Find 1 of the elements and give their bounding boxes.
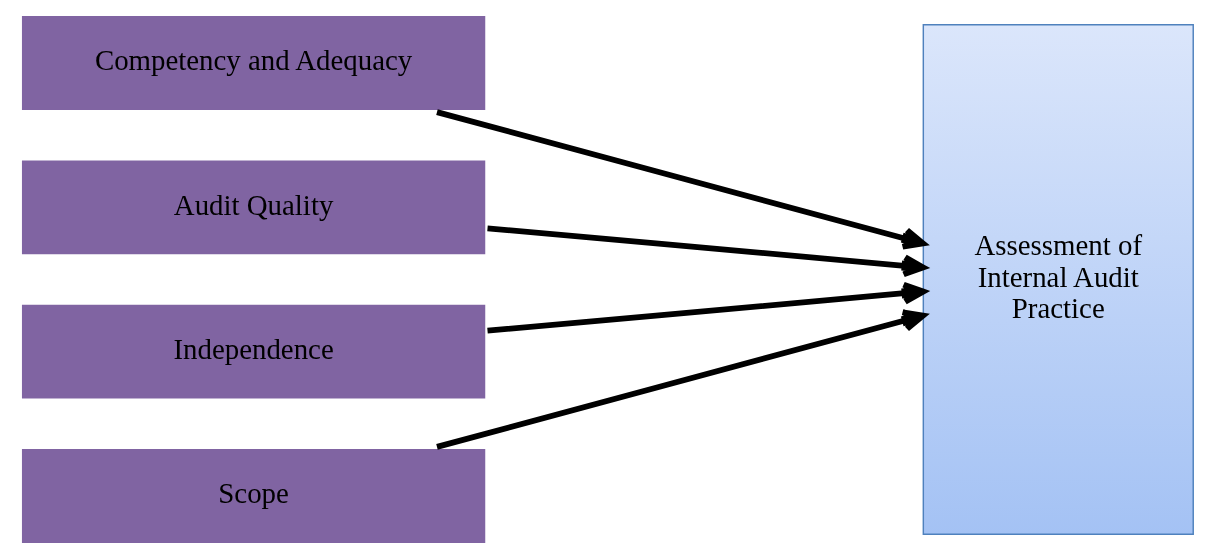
- node-box: Assessment of Internal Audit Practice: [922, 24, 1194, 535]
